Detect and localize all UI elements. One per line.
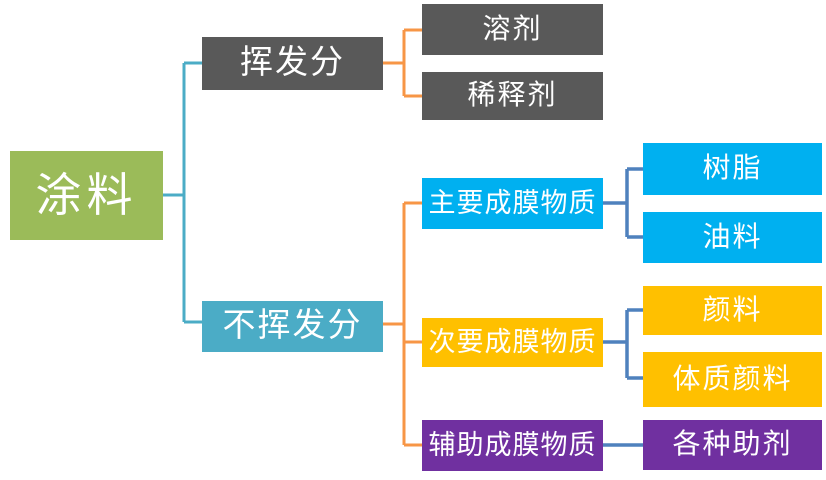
node-label: 主要成膜物质	[428, 188, 597, 218]
node-label: 树脂	[702, 153, 763, 184]
node-label: 溶剂	[482, 13, 543, 45]
node-label: 稀释剂	[467, 80, 558, 111]
node-label: 各种助剂	[672, 429, 793, 460]
connector-nonvolatile-bracket	[383, 201, 424, 447]
node-secondary-film-former: 次要成膜物质	[422, 318, 603, 367]
node-label: 不挥发分	[222, 308, 363, 344]
node-auxiliary-film-former: 辅助成膜物质	[422, 420, 603, 471]
node-nonvolatile-content: 不挥发分	[202, 301, 383, 352]
node-label: 油料	[702, 221, 763, 253]
connector-secondary-film-bracket	[603, 308, 645, 380]
node-label: 颜料	[702, 294, 763, 326]
node-solvent: 溶剂	[422, 4, 603, 55]
node-extender-pigment: 体质颜料	[643, 352, 822, 407]
node-volatile-content: 挥发分	[202, 37, 383, 90]
node-main-film-former: 主要成膜物质	[422, 178, 603, 229]
node-label: 涂料	[35, 169, 138, 221]
node-additives: 各种助剂	[643, 420, 822, 470]
node-coating: 涂料	[10, 151, 163, 240]
connector-volatile-bracket	[383, 28, 424, 98]
connector-root-bracket	[163, 61, 203, 324]
connector-main-film-bracket	[603, 167, 645, 239]
node-oil: 油料	[643, 212, 822, 263]
node-pigment: 颜料	[643, 286, 822, 335]
node-label: 体质颜料	[672, 363, 793, 395]
node-diluent: 稀释剂	[422, 72, 603, 120]
node-label: 挥发分	[240, 45, 345, 81]
node-label: 辅助成膜物质	[428, 430, 597, 460]
node-resin: 树脂	[643, 143, 822, 195]
node-label: 次要成膜物质	[428, 327, 597, 357]
